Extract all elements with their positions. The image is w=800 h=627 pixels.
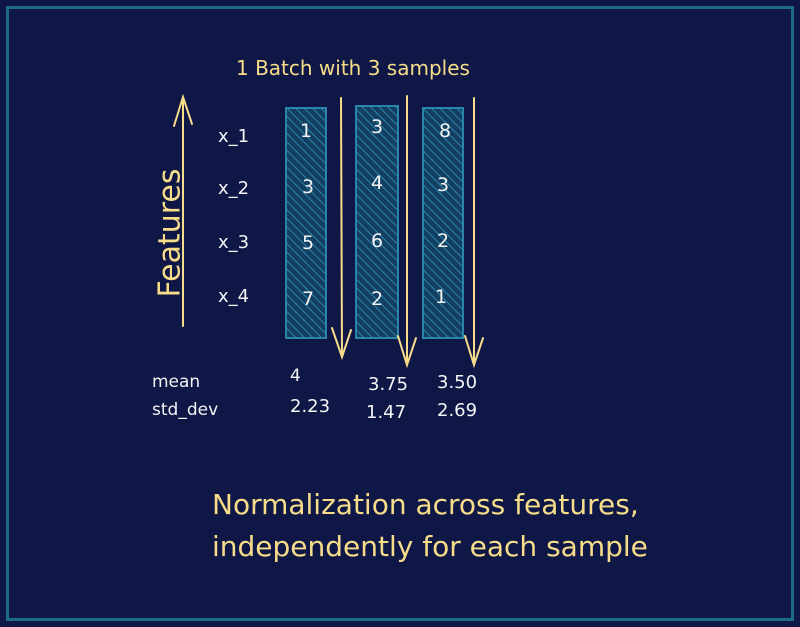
- cell-value: 8: [438, 120, 452, 142]
- mean-value: 4: [290, 366, 301, 386]
- diagram-title: 1 Batch with 3 samples: [236, 56, 470, 80]
- feature-label-x2: x_2: [218, 178, 250, 199]
- caption-line-2: independently for each sample: [212, 530, 648, 563]
- cell-value: 3: [301, 176, 315, 198]
- mean-value: 3.75: [368, 374, 409, 395]
- cell-value: 3: [436, 174, 450, 196]
- cell-value: 6: [370, 230, 384, 252]
- cell-value: 7: [301, 288, 315, 310]
- feature-label-x4: x_4: [218, 286, 250, 307]
- features-axis-label: Features: [152, 168, 188, 298]
- cell-value: 1: [299, 120, 313, 142]
- cell-value: 1: [434, 286, 448, 308]
- cell-value: 3: [370, 116, 384, 138]
- caption-line-1: Normalization across features,: [212, 488, 639, 521]
- sample-column-2: [355, 105, 399, 339]
- diagram-frame: [6, 6, 794, 621]
- mean-label: mean: [152, 372, 201, 392]
- feature-label-x3: x_3: [218, 232, 250, 253]
- cell-value: 2: [436, 230, 450, 252]
- sample-column-1: [285, 107, 327, 339]
- std-dev-label: std_dev: [152, 400, 219, 420]
- std-dev-value: 2.69: [437, 400, 478, 421]
- std-dev-value: 1.47: [366, 402, 407, 423]
- up-arrow-icon: [173, 93, 193, 327]
- down-arrow-icon: [397, 95, 417, 369]
- sample-column-3: [422, 107, 464, 339]
- cell-value: 5: [301, 232, 315, 254]
- down-arrow-icon: [464, 97, 484, 369]
- std-dev-value: 2.23: [290, 396, 331, 417]
- cell-value: 2: [370, 288, 384, 310]
- feature-label-x1: x_1: [218, 126, 250, 147]
- mean-value: 3.50: [437, 372, 478, 393]
- cell-value: 4: [370, 172, 384, 194]
- down-arrow-icon: [331, 97, 352, 361]
